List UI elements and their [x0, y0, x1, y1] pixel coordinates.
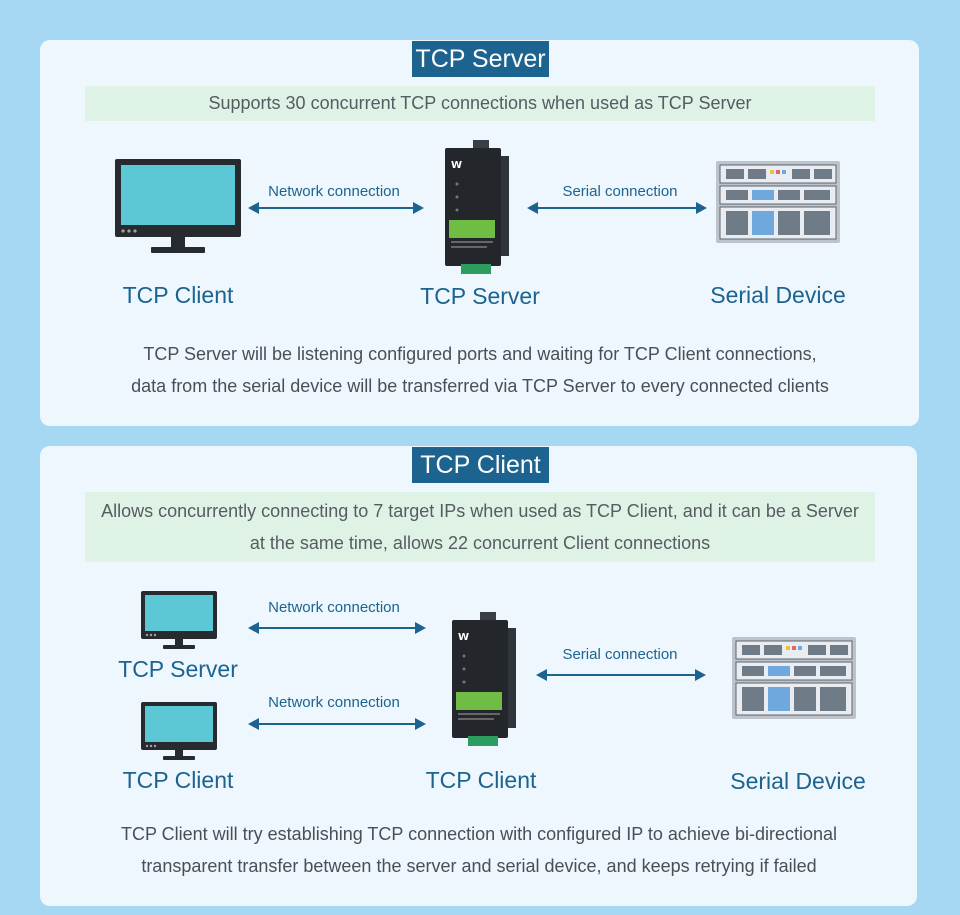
section-subtitle: Supports 30 concurrent TCP connections w…: [85, 86, 875, 121]
svg-text:W: W: [458, 632, 469, 643]
double-arrow-icon: [248, 201, 424, 215]
tcp-server-label: TCP Server: [420, 283, 540, 309]
double-arrow-icon: [527, 201, 707, 215]
tcp-server-panel: TCP Server Supports 30 concurrent TCP co…: [40, 40, 919, 426]
network-connection-label: Network connection: [268, 599, 400, 616]
device-icon: W: [443, 140, 511, 274]
serial-connection-label: Serial connection: [562, 183, 678, 200]
tcp-client-panel: TCP Client Allows concurrently connectin…: [40, 446, 917, 906]
monitor-icon: [115, 159, 241, 255]
description-line-1: TCP Client will try establishing TCP con…: [120, 824, 838, 844]
description-line-1: TCP Server will be listening configured …: [143, 344, 817, 364]
tcp-client-label: TCP Client: [122, 767, 234, 793]
network-connection-label: Network connection: [268, 694, 400, 711]
tcp-client-device-label: TCP Client: [425, 767, 537, 793]
svg-text:W: W: [451, 160, 462, 171]
device-icon: W: [450, 612, 518, 746]
monitor-icon: [141, 591, 217, 651]
subtitle-line-2: at the same time, allows 22 concurrent C…: [249, 533, 711, 553]
double-arrow-icon: [248, 717, 426, 731]
serial-connection-label: Serial connection: [562, 646, 678, 663]
section-title: TCP Server: [412, 41, 549, 77]
double-arrow-icon: [248, 621, 426, 635]
serial-device-label: Serial Device: [710, 282, 846, 308]
monitor-icon: [141, 702, 217, 762]
server-rack-icon: [716, 161, 840, 243]
subtitle-line-1: Allows concurrently connecting to 7 targ…: [101, 501, 859, 521]
description-line-2: transparent transfer between the server …: [141, 856, 817, 876]
section-title: TCP Client: [412, 447, 549, 483]
tcp-server-label: TCP Server: [118, 656, 238, 682]
network-connection-label: Network connection: [268, 183, 400, 200]
description-line-2: data from the serial device will be tran…: [131, 376, 829, 396]
double-arrow-icon: [536, 668, 706, 682]
server-rack-icon: [732, 637, 856, 719]
section-subtitle: Allows concurrently connecting to 7 targ…: [85, 492, 875, 562]
serial-device-label: Serial Device: [730, 768, 866, 794]
tcp-client-label: TCP Client: [122, 282, 234, 308]
